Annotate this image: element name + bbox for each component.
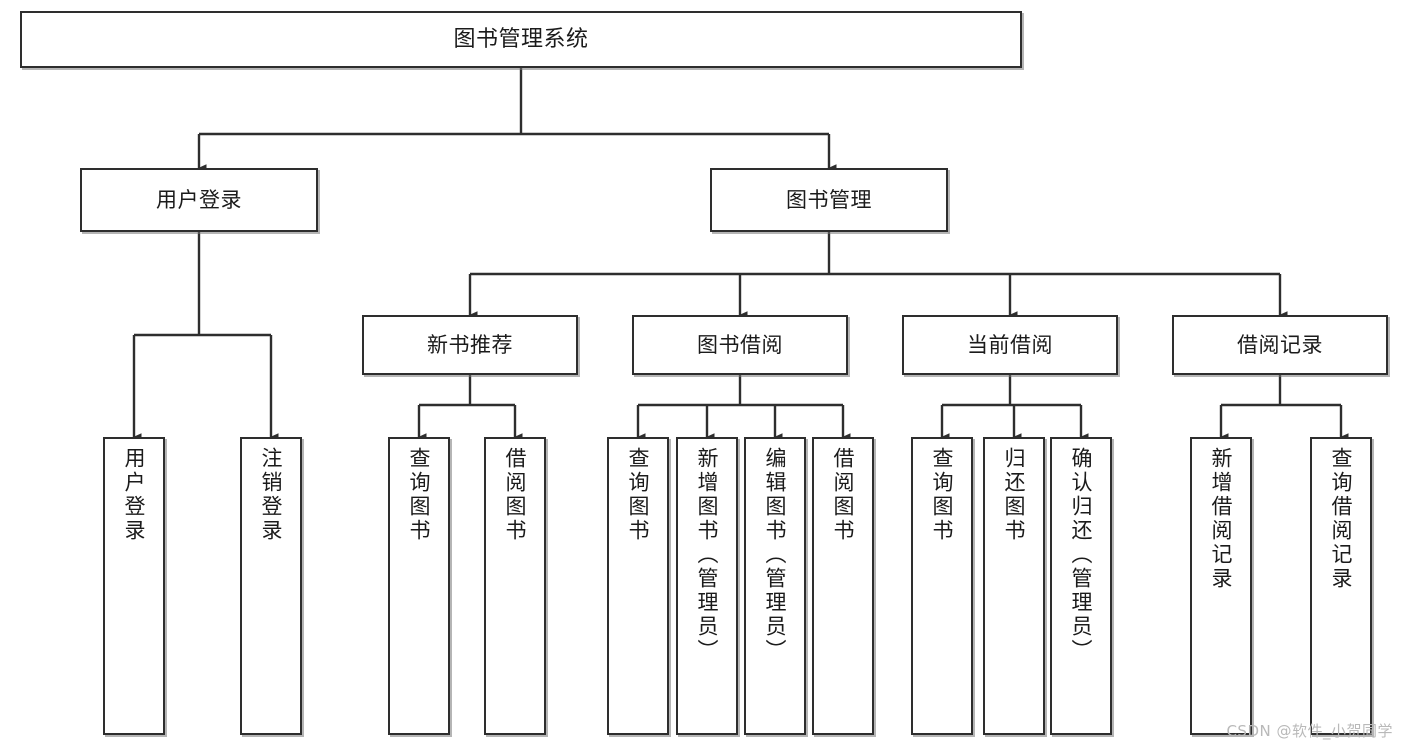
node-label: 查询图书 <box>626 447 651 543</box>
node-label: 编辑图书（管理员） <box>763 447 788 663</box>
leaf-user-logout[interactable]: 注销登录 <box>240 437 302 735</box>
node-label: 图书管理系统 <box>453 26 589 52</box>
node-label: 注销登录 <box>259 447 284 543</box>
node-user-login-branch[interactable]: 用户登录 <box>80 168 318 232</box>
leaf-query-book-borrow[interactable]: 查询图书 <box>607 437 669 735</box>
node-label: 借阅图书 <box>503 447 528 543</box>
node-label: 用户登录 <box>122 447 147 543</box>
leaf-confirm-return-admin[interactable]: 确认归还（管理员） <box>1050 437 1112 735</box>
node-root-system[interactable]: 图书管理系统 <box>20 11 1022 68</box>
leaf-return-book[interactable]: 归还图书 <box>983 437 1045 735</box>
node-label: 图书借阅 <box>697 332 783 357</box>
node-label: 用户登录 <box>156 187 242 212</box>
node-new-book-recommend[interactable]: 新书推荐 <box>362 315 578 375</box>
leaf-edit-book-admin[interactable]: 编辑图书（管理员） <box>744 437 806 735</box>
leaf-query-book-current[interactable]: 查询图书 <box>911 437 973 735</box>
leaf-borrow-book[interactable]: 借阅图书 <box>812 437 874 735</box>
node-label: 归还图书 <box>1002 447 1027 543</box>
node-label: 新增借阅记录 <box>1209 447 1234 591</box>
node-borrow-record[interactable]: 借阅记录 <box>1172 315 1388 375</box>
node-label: 查询借阅记录 <box>1329 447 1354 591</box>
node-label: 借阅记录 <box>1237 332 1323 357</box>
node-label: 新书推荐 <box>427 332 513 357</box>
leaf-add-borrow-record[interactable]: 新增借阅记录 <box>1190 437 1252 735</box>
node-current-borrow[interactable]: 当前借阅 <box>902 315 1118 375</box>
node-label: 当前借阅 <box>967 332 1053 357</box>
leaf-query-book-recommend[interactable]: 查询图书 <box>388 437 450 735</box>
node-label: 图书管理 <box>786 187 872 212</box>
node-label: 查询图书 <box>930 447 955 543</box>
leaf-query-borrow-record[interactable]: 查询借阅记录 <box>1310 437 1372 735</box>
node-label: 借阅图书 <box>831 447 856 543</box>
leaf-borrow-book-recommend[interactable]: 借阅图书 <box>484 437 546 735</box>
node-book-management-branch[interactable]: 图书管理 <box>710 168 948 232</box>
node-label: 新增图书（管理员） <box>695 447 720 663</box>
leaf-add-book-admin[interactable]: 新增图书（管理员） <box>676 437 738 735</box>
leaf-user-login[interactable]: 用户登录 <box>103 437 165 735</box>
node-label: 确认归还（管理员） <box>1069 447 1094 663</box>
node-label: 查询图书 <box>407 447 432 543</box>
node-book-borrow[interactable]: 图书借阅 <box>632 315 848 375</box>
